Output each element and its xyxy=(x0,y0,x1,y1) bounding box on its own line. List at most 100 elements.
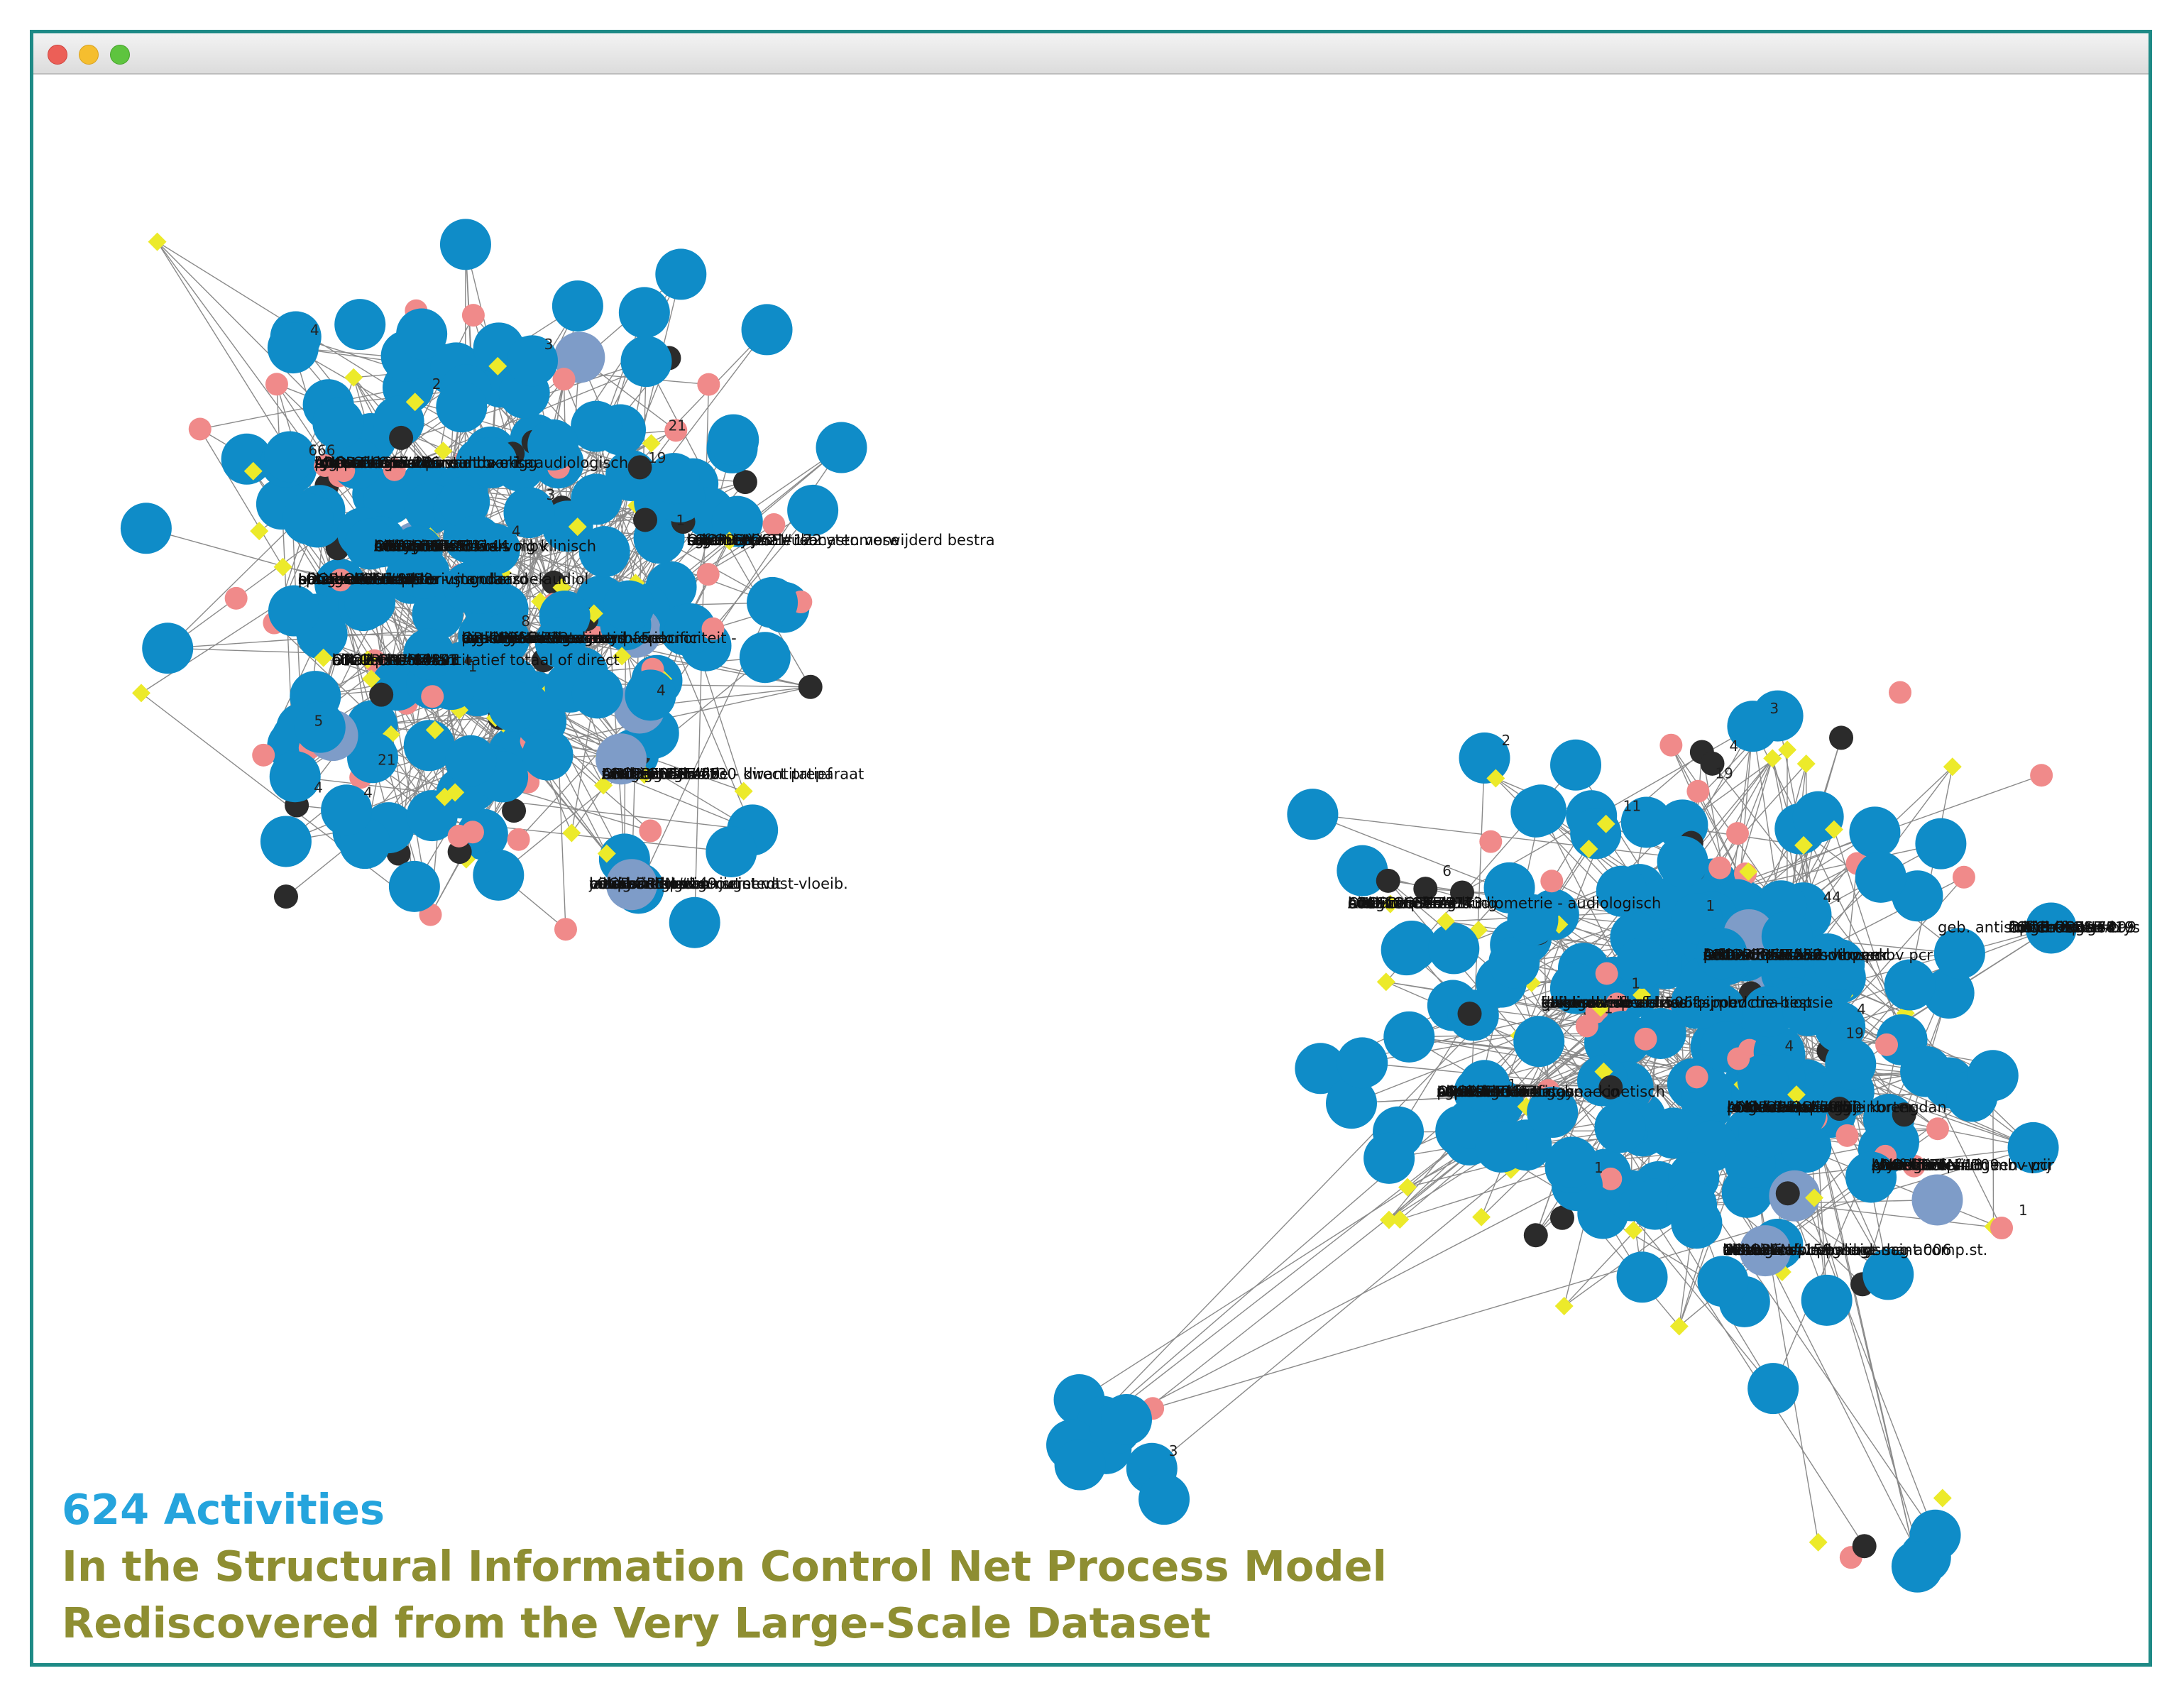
activity-node[interactable] xyxy=(1849,806,1901,858)
loop-gateway-node[interactable] xyxy=(1669,1317,1689,1336)
activity-node[interactable] xyxy=(1507,894,1559,945)
or-gateway-node[interactable] xyxy=(224,586,248,610)
and-gateway-node[interactable] xyxy=(1376,868,1400,893)
or-gateway-node[interactable] xyxy=(1926,1117,1949,1141)
loop-gateway-node[interactable] xyxy=(1943,757,1962,777)
or-gateway-node[interactable] xyxy=(188,417,212,441)
and-gateway-node[interactable] xyxy=(1523,1223,1548,1248)
activity-node[interactable] xyxy=(1513,1016,1565,1068)
activity-node[interactable] xyxy=(1546,1136,1598,1188)
activity-node[interactable] xyxy=(708,414,759,466)
activity-node[interactable] xyxy=(1697,1256,1749,1307)
or-gateway-node[interactable] xyxy=(1599,1167,1623,1190)
activity-node[interactable] xyxy=(1752,690,1804,742)
activity-node[interactable] xyxy=(1383,1011,1435,1063)
loop-gateway-node[interactable] xyxy=(488,356,507,375)
activity-node[interactable] xyxy=(1326,1077,1378,1129)
or-gateway-node[interactable] xyxy=(1686,779,1710,803)
or-gateway-node[interactable] xyxy=(1479,830,1503,853)
activity-node[interactable] xyxy=(605,859,657,911)
or-gateway-node[interactable] xyxy=(1606,992,1629,1016)
loop-gateway-node[interactable] xyxy=(435,787,454,806)
activity-node[interactable] xyxy=(1923,967,1975,1019)
activity-node[interactable] xyxy=(1138,1474,1190,1525)
activity-node[interactable] xyxy=(603,580,654,632)
activity-node[interactable] xyxy=(268,585,319,637)
or-gateway-node[interactable] xyxy=(461,304,485,327)
activity-node[interactable] xyxy=(439,476,490,528)
and-gateway-node[interactable] xyxy=(1457,1002,1482,1026)
or-gateway-node[interactable] xyxy=(383,458,406,481)
activity-node[interactable] xyxy=(1813,938,1865,990)
activity-node[interactable] xyxy=(344,576,396,628)
loop-gateway-node[interactable] xyxy=(1390,1210,1410,1229)
activity-node[interactable] xyxy=(1475,1121,1527,1173)
loop-gateway-node[interactable] xyxy=(1933,1488,1952,1508)
and-gateway-node[interactable] xyxy=(798,674,823,699)
or-gateway-node[interactable] xyxy=(447,824,471,848)
activity-node[interactable] xyxy=(571,667,623,719)
activity-node[interactable] xyxy=(1428,923,1480,975)
activity-node[interactable] xyxy=(1892,1541,1943,1593)
activity-node[interactable] xyxy=(1549,963,1601,1014)
process-model-canvas[interactable]: bilirubine - kwantitatief totaal of dire… xyxy=(33,75,2149,1663)
activity-node[interactable] xyxy=(264,431,316,483)
activity-node[interactable] xyxy=(1657,835,1708,887)
and-gateway-node[interactable] xyxy=(1549,1205,1574,1230)
loop-gateway-node[interactable] xyxy=(1805,1188,1824,1207)
maximize-window-button[interactable] xyxy=(110,45,130,65)
or-gateway-node[interactable] xyxy=(1595,962,1618,985)
loop-gateway-node[interactable] xyxy=(1809,1532,1828,1552)
loop-gateway-node[interactable] xyxy=(405,393,424,412)
activity-node[interactable] xyxy=(1596,1011,1648,1063)
activity-node[interactable] xyxy=(1488,937,1540,989)
activity-node[interactable] xyxy=(578,526,630,578)
and-gateway-node[interactable] xyxy=(732,470,757,495)
activity-node[interactable] xyxy=(1616,1251,1668,1303)
loop-gateway-node[interactable] xyxy=(250,522,269,541)
activity-node[interactable] xyxy=(527,419,579,471)
activity-node[interactable] xyxy=(1515,784,1566,836)
or-gateway-node[interactable] xyxy=(1990,1217,2014,1240)
loop-gateway-node[interactable] xyxy=(1796,755,1816,774)
activity-node[interactable] xyxy=(1801,1274,1853,1326)
activity-node[interactable] xyxy=(1737,1054,1789,1106)
activity-node[interactable] xyxy=(1743,986,1794,1038)
loop-gateway-node[interactable] xyxy=(1596,814,1615,833)
or-gateway-node[interactable] xyxy=(1889,681,1912,704)
activity-node[interactable] xyxy=(1855,851,1906,903)
or-gateway-node[interactable] xyxy=(507,828,530,851)
loop-gateway-node[interactable] xyxy=(362,669,381,689)
or-gateway-node[interactable] xyxy=(265,373,288,396)
activity-node[interactable] xyxy=(625,669,676,721)
activity-node[interactable] xyxy=(396,308,448,360)
loop-gateway-node[interactable] xyxy=(1632,985,1652,1004)
activity-node[interactable] xyxy=(1101,1393,1153,1445)
activity-node[interactable] xyxy=(282,493,334,544)
close-window-button[interactable] xyxy=(48,45,67,65)
and-gateway-node[interactable] xyxy=(1700,751,1725,776)
activity-node[interactable] xyxy=(142,623,194,674)
activity-node[interactable] xyxy=(1884,959,1936,1011)
activity-node[interactable] xyxy=(2025,902,2077,954)
activity-node[interactable] xyxy=(1550,739,1602,791)
and-gateway-node[interactable] xyxy=(633,508,658,532)
activity-node[interactable] xyxy=(345,518,397,570)
activity-node[interactable] xyxy=(1596,865,1647,917)
and-gateway-node[interactable] xyxy=(389,425,414,450)
or-gateway-node[interactable] xyxy=(1835,1124,1859,1147)
or-gateway-node[interactable] xyxy=(1685,1065,1708,1089)
loop-gateway-node[interactable] xyxy=(425,720,444,740)
activity-node[interactable] xyxy=(1459,1060,1510,1112)
or-gateway-node[interactable] xyxy=(1575,1014,1598,1038)
activity-node[interactable] xyxy=(618,287,670,339)
loop-gateway-node[interactable] xyxy=(720,531,739,550)
activity-node[interactable] xyxy=(1911,1174,1963,1226)
activity-node[interactable] xyxy=(488,680,539,732)
loop-gateway-node[interactable] xyxy=(1379,1210,1398,1229)
activity-node[interactable] xyxy=(2007,1122,2059,1173)
activity-node[interactable] xyxy=(571,473,622,525)
or-gateway-node[interactable] xyxy=(639,819,662,843)
activity-node[interactable] xyxy=(451,515,503,566)
loop-gateway-node[interactable] xyxy=(562,823,581,843)
